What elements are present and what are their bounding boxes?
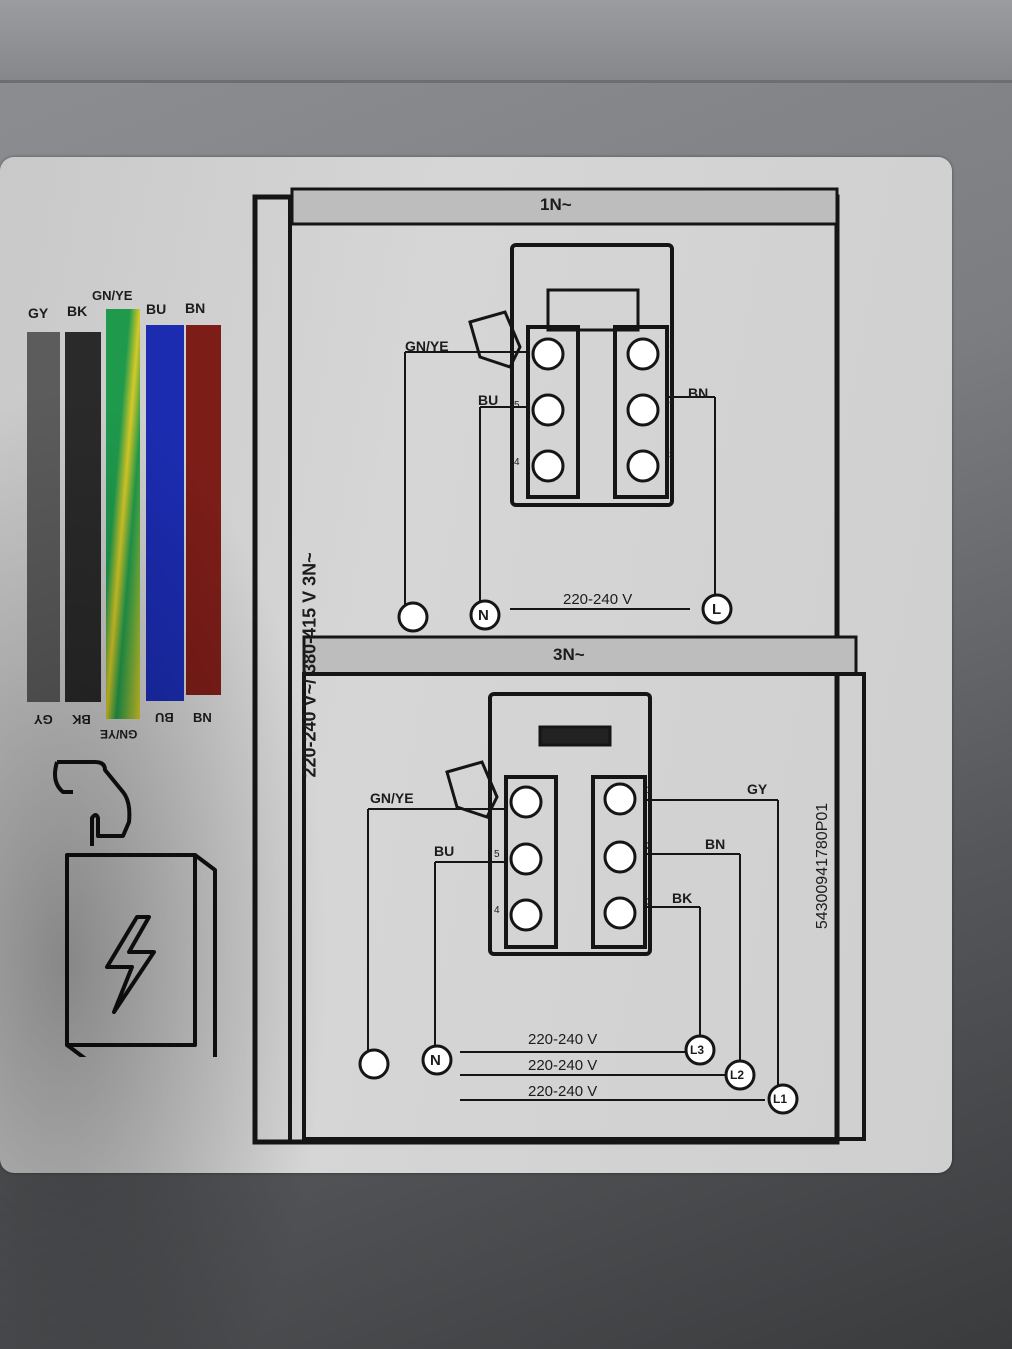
swatch-bk xyxy=(65,332,101,702)
voltage-n-l2: 220-240 V xyxy=(528,1057,598,1074)
terminal-4-1n: 4 xyxy=(514,457,520,468)
wiring-label: GY BK GN/YE BU BN GY BK GN/YE BU BN xyxy=(0,157,952,1173)
node-l-1n: L xyxy=(712,601,722,618)
swatch-bu xyxy=(146,325,184,701)
swatch-bn xyxy=(186,325,221,695)
terminal-2-3n: 2 xyxy=(646,841,652,852)
swatch-gnye xyxy=(106,309,140,719)
terminal-3-1n: 3 xyxy=(669,450,675,461)
legend-label-bn: BN xyxy=(185,300,206,316)
voltage-n-l1: 220-240 V xyxy=(528,1083,598,1100)
node-n-3n: N xyxy=(430,1052,441,1069)
title-1n: 1N~ xyxy=(540,195,572,214)
node-l2: L2 xyxy=(730,1068,745,1082)
legend-label-bn-bottom: BN xyxy=(193,710,212,725)
terminal-block-3n xyxy=(358,692,799,1115)
legend-label-bu: BU xyxy=(146,301,167,317)
wire-label-bu-3n: BU xyxy=(434,843,455,859)
node-n-1n: N xyxy=(478,607,489,624)
legend-label-gnye: GN/YE xyxy=(92,288,133,303)
legend-label-bk: BK xyxy=(67,303,88,319)
metal-panel-edge xyxy=(0,0,1012,83)
terminal-1-3n: 1 xyxy=(646,785,652,796)
wire-label-bu-1n: BU xyxy=(478,392,499,408)
terminal-5-3n: 5 xyxy=(494,849,500,860)
wire-label-gnye-3n: GN/YE xyxy=(370,790,414,806)
wire-label-bn-3n: BN xyxy=(705,836,726,852)
wiring-diagram xyxy=(252,187,866,1145)
read-manual-icon xyxy=(53,760,217,1057)
wire-label-gy-3n: GY xyxy=(747,781,768,797)
side-voltage-label: 220-240 V~/ 380-415 V 3N~ xyxy=(299,552,320,778)
wire-label-gnye-1n: GN/YE xyxy=(405,338,449,354)
terminal-2-1n: 2 xyxy=(669,395,675,406)
swatch-gy xyxy=(27,332,60,702)
legend-label-gy: GY xyxy=(28,305,49,321)
node-l3: L3 xyxy=(690,1043,705,1057)
title-3n: 3N~ xyxy=(553,645,585,664)
terminal-5-1n: 5 xyxy=(514,400,520,411)
terminal-4-3n: 4 xyxy=(494,905,500,916)
terminal-1-1n: 1 xyxy=(669,339,675,350)
voltage-n-l3: 220-240 V xyxy=(528,1031,598,1048)
terminal-3-3n: 3 xyxy=(646,897,652,908)
voltage-1n: 220-240 V xyxy=(563,591,633,608)
wire-label-bn-1n: BN xyxy=(688,385,709,401)
wire-label-bk-3n: BK xyxy=(672,890,693,906)
part-number: 54300941780P01 xyxy=(814,802,832,930)
node-l1: L1 xyxy=(773,1092,788,1106)
terminal-block-1n xyxy=(397,243,733,633)
color-legend xyxy=(27,309,221,719)
